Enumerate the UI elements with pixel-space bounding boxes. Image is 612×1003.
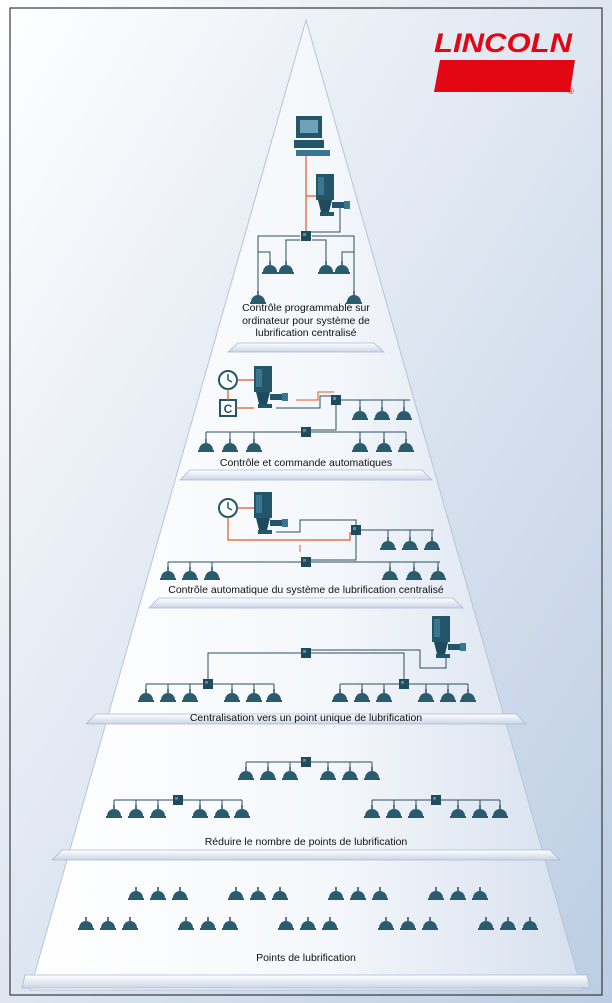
clock-icon [218,370,238,390]
tier-2-diagram [105,757,509,819]
computer-icon [294,116,330,156]
tier-4-label: Contrôle automatique du système de lubri… [168,584,444,596]
distributor-icon [351,525,361,535]
tier-3-diagram [137,616,477,703]
tier-5-label: Contrôle et commande automatiques [219,457,393,469]
svg-text:C: C [224,402,233,416]
tier-6-diagram [249,116,363,305]
tier-2-label: Réduire le nombre de points de lubrifica… [204,836,408,848]
lincoln-logo: LINCOLN ® [430,28,580,98]
tier-5-diagram: C [197,366,415,453]
tier-1-label: Points de lubrification [256,952,356,964]
tier-6-label: Contrôle programmable sur ordinateur pou… [242,302,370,339]
distributor-icon [301,648,311,658]
clock-icon [218,498,238,518]
tier-4-diagram [159,492,447,581]
distributor-icon [331,395,341,405]
svg-text:®: ® [568,87,574,96]
distributor-icon [301,231,311,241]
tier-shelves [21,342,591,989]
svg-text:LINCOLN: LINCOLN [434,28,573,58]
frame-border [9,7,603,996]
tier-3-label: Centralisation vers un point unique de l… [189,712,423,724]
pyramid [29,18,583,991]
